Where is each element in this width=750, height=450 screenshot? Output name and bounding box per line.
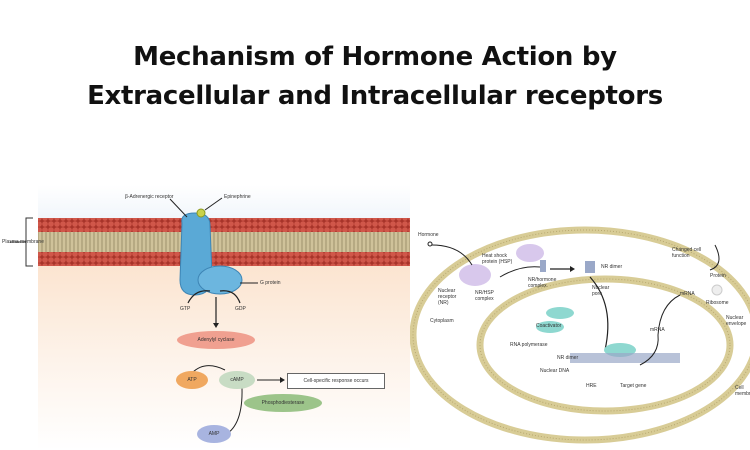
cell-graphic xyxy=(410,226,750,444)
intracellular-receptor-diagram: Hormone Heat shock protein (HSP) Nuclear… xyxy=(410,185,750,450)
nuclear-receptor-label: Nuclear receptor (NR) xyxy=(438,288,457,306)
atp-node: ATP xyxy=(176,371,208,389)
nr-hsp-complex-label: NR/HSP complex xyxy=(475,290,494,302)
cell-membrane-label: Cell membrane xyxy=(735,385,750,397)
coactivator-label: Coactivator xyxy=(536,323,562,329)
nr-dimer-dna-label: NR dimer xyxy=(557,355,579,361)
nr-hormone-complex-label: NR/hormone complex xyxy=(528,277,557,289)
protein-label: Protein xyxy=(710,273,726,279)
nuclear-pore-label: Nuclear pore xyxy=(592,285,610,297)
rna-polymerase-label: RNA polymerase xyxy=(510,342,548,348)
hsp-label: Heat shock protein (HSP) xyxy=(482,253,513,265)
title-line-2: Extracellular and Intracellular receptor… xyxy=(87,81,663,111)
extracellular-receptor-diagram: Plasma membrane β-Adrenergic receptor Ep… xyxy=(0,185,410,450)
mrna-nucleus-label: mRNA xyxy=(650,327,665,333)
g-protein-label: G protein xyxy=(260,280,281,286)
page-title: Mechanism of Hormone Action by Extracell… xyxy=(0,38,750,116)
mrna-cytoplasm-label: mRNA xyxy=(680,291,695,297)
hormone-label: Hormone xyxy=(418,232,439,238)
nuclear-envelope-label: Nuclear envelope xyxy=(726,315,747,327)
nuclear-dna-label: Nuclear DNA xyxy=(540,368,570,374)
ribosome-label: Ribosome xyxy=(706,300,729,306)
gtp-label: GTP xyxy=(180,306,191,312)
gdp-label: GDP xyxy=(235,306,246,312)
target-gene-label: Target gene xyxy=(620,383,647,389)
adenylyl-cyclase-node: Adenylyl cyclase xyxy=(177,331,255,349)
hre-label: HRE xyxy=(586,383,597,389)
changed-function-label: Changed cell function xyxy=(672,247,702,259)
membrane-graphic xyxy=(10,197,410,436)
response-box: Cell-specific response occurs xyxy=(287,373,385,389)
title-line-1: Mechanism of Hormone Action by xyxy=(133,42,617,72)
amp-node: AMP xyxy=(197,425,231,443)
camp-node: cAMP xyxy=(219,371,255,389)
membrane-label: Plasma membrane xyxy=(2,239,44,245)
phosphodiesterase-node: Phosphodiesterase xyxy=(244,394,322,412)
ligand-label: Epinephrine xyxy=(224,194,251,200)
nr-dimer-label: NR dimer xyxy=(601,264,623,270)
cytoplasm-label: Cytoplasm xyxy=(430,318,454,324)
receptor-label: β-Adrenergic receptor xyxy=(125,194,174,200)
